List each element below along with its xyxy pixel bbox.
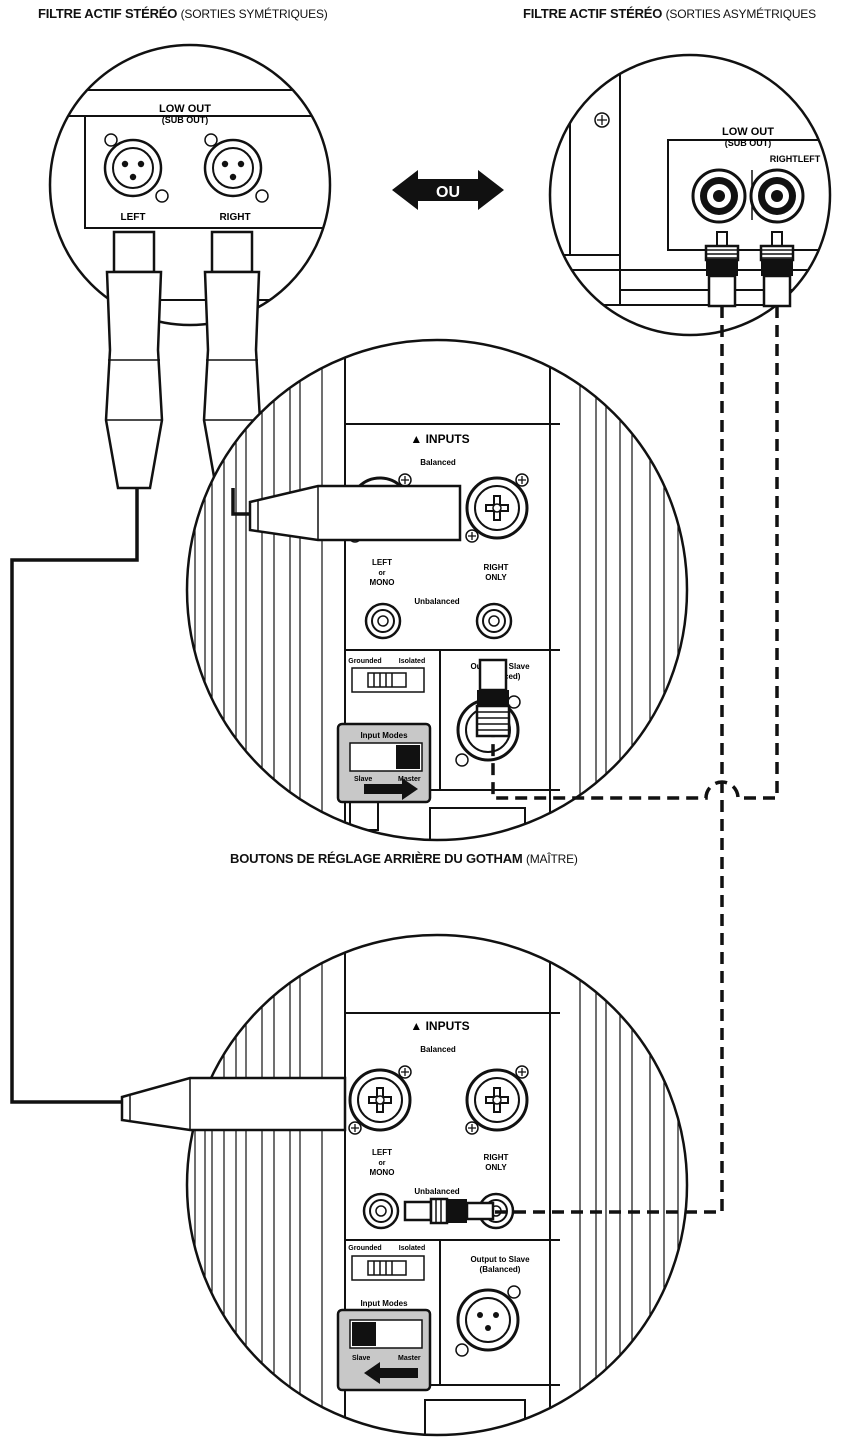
slave-output-label-2: (Balanced) [480,1265,521,1274]
slave-rca-plug-icon [403,1197,495,1225]
caption-unbalanced-filter: FILTRE ACTIF STÉRÉO (SORTIES ASYMÉTRIQUE… [523,6,816,21]
master-right-trs-icon [475,602,513,640]
balanced-left-label: LEFT [121,212,146,223]
slave-xlr-plug-icon [120,1076,347,1132]
slave-unbalanced-label: Unbalanced [414,1187,459,1196]
slave-output-label-1: Output to Slave [470,1255,530,1264]
master-arrow-right-icon [364,778,418,800]
slave-input-modes-box: Input Modes Slave Master [336,1299,432,1392]
slave-left-label-3: MONO [370,1168,395,1177]
caption-balanced-filter: FILTRE ACTIF STÉRÉO (SORTIES SYMÉTRIQUES… [38,6,328,21]
master-input-modes-label: Input Modes [360,731,408,740]
unbalanced-channels-label: RIGHTLEFT [770,154,821,164]
slave-grounded-label: Grounded [348,1245,381,1252]
master-left-label-3: MONO [370,578,395,587]
master-right-label-2: ONLY [485,573,507,582]
master-rca-plug-icon [475,658,511,738]
unbalanced-filter-subtitle: (SUB OUT) [725,138,772,148]
balanced-filter-detail: LOW OUT (SUB OUT) LEFT RIGHT [48,43,332,327]
master-grounded-label: Grounded [348,658,381,665]
slave-panel-detail: ▲ INPUTS Balanced LEFT or MONO RIGHT ONL… [120,933,689,1437]
slave-right-label-1: RIGHT [484,1153,509,1162]
caption-master-controls: BOUTONS DE RÉGLAGE ARRIÈRE DU GOTHAM (MA… [230,851,578,866]
unbalanced-filter-detail: LOW OUT (SUB OUT) RIGHTLEFT [548,53,832,337]
slave-left-label-2: or [379,1160,386,1167]
master-left-label-1: LEFT [372,558,392,567]
slave-left-trs-icon [362,1192,400,1230]
balanced-filter-title: LOW OUT [159,103,211,115]
master-input-modes-box: Input Modes Slave Master [336,722,432,804]
master-mode-switch-knob [396,745,420,769]
slave-arrow-left-icon [364,1362,418,1384]
slave-mode-switch-knob [352,1322,376,1346]
xlr-out-right-icon [203,138,263,198]
or-arrow-icon: OU [392,170,504,210]
slave-inputs-label: ▲ INPUTS [410,1019,469,1033]
slave-isolated-label: Isolated [399,1245,425,1252]
slave-slave-label: Slave [352,1355,370,1362]
slave-input-modes-label: Input Modes [360,1299,408,1308]
slave-left-label-1: LEFT [372,1148,392,1157]
balanced-right-label: RIGHT [219,212,250,223]
slave-output-xlr-icon [455,1285,521,1357]
slave-master-label: Master [398,1355,421,1362]
rca-jack-left-icon [749,168,805,224]
master-panel-detail: ▲ INPUTS Balanced LEFT or MONO RIGHT ONL… [185,338,689,842]
master-unbalanced-label: Unbalanced [414,597,459,606]
master-xlr-plug-icon [248,484,462,542]
or-label: OU [436,184,460,201]
unbalanced-cable-left [491,306,779,800]
master-left-label-2: or [379,570,386,577]
unbalanced-filter-title: LOW OUT [722,126,774,138]
slave-right-label-2: ONLY [485,1163,507,1172]
slave-balanced-label: Balanced [420,1045,456,1054]
master-ground-switch-icon [351,667,425,693]
master-isolated-label: Isolated [399,658,425,665]
balanced-cable-right [231,488,250,516]
balanced-cable-left [10,488,139,1104]
master-slave-label: Slave [354,776,372,783]
xlr-out-left-icon [103,138,163,198]
master-left-trs-icon [364,602,402,640]
master-inputs-label: ▲ INPUTS [410,432,469,446]
master-right-label-1: RIGHT [484,563,509,572]
rca-jack-right-icon [691,168,747,224]
slave-ground-switch-icon [351,1255,425,1281]
balanced-filter-subtitle: (SUB OUT) [162,115,209,125]
master-master-label: Master [398,776,421,783]
xlr-plug-left-icon [104,230,164,490]
master-balanced-label: Balanced [420,458,456,467]
